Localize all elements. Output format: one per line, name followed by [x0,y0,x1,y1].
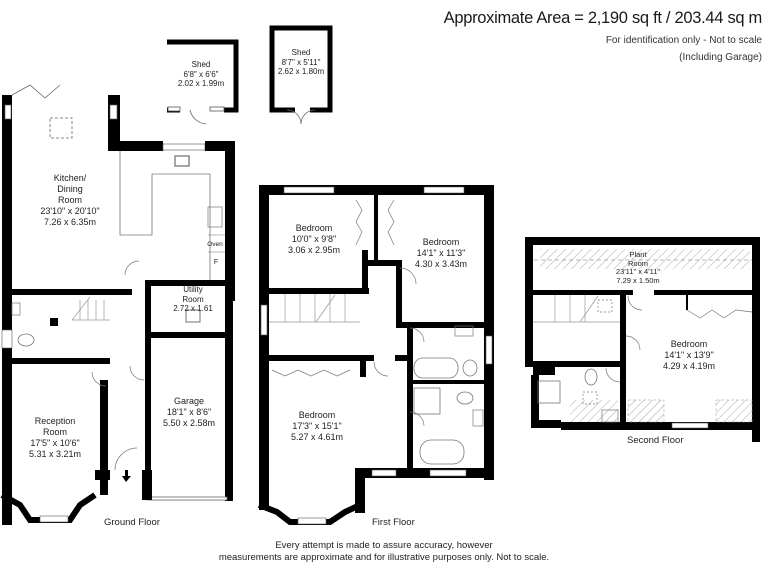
room-name: Plant [629,250,647,259]
room-dimensions-metric: 7.26 x 6.35m [43,217,97,227]
room-name: Room [42,427,67,437]
shed-large [269,25,333,125]
room-name: Shed [191,60,211,69]
room-label-bedroom-1: Bedroom 10'0" x 9'8" 3.06 x 2.95m [288,223,340,256]
room-name: Kitchen/ [53,173,87,183]
room-name: Bedroom [295,223,333,233]
room-dimensions-imperial: 10'0" x 9'8" [291,234,337,244]
room-label-utility: Utility Room 2.72 x 1.61 [173,285,213,314]
room-label-plant-room: Plant Room 23'11" x 4'11" 7.29 x 1.50m [615,250,661,285]
shed-small [167,39,239,125]
room-label-bedroom-3: Bedroom 17'3" x 15'1" 5.27 x 4.61m [291,410,343,443]
second-floor-label: Second Floor [627,435,684,446]
disclaimer-line-2: measurements are approximate and for ill… [218,552,550,563]
room-dimensions-imperial: 23'10" x 20'10" [40,206,100,216]
room-name: Bedroom [298,410,336,420]
room-dimensions-metric: 3.06 x 2.95m [287,245,341,255]
room-name: Room [57,195,82,205]
room-dimensions-metric: 4.30 x 3.43m [414,259,468,269]
room-name: Reception [34,416,76,426]
room-dimensions-imperial: 14'1" x 11'3" [416,248,466,258]
room-label-garage: Garage 18'1" x 8'6" 5.50 x 2.58m [163,396,215,429]
room-dimensions-imperial: 14'1" x 13'9" [664,350,714,360]
room-name: Garage [173,396,205,406]
room-dimensions-imperial: 23'11" x 4'11" [615,267,661,276]
room-label-shed-small: Shed 6'8" x 6'6" 2.02 x 1.99m [178,60,224,89]
first-floor-plan [257,185,494,525]
room-dimensions-metric: 7.29 x 1.50m [616,275,660,285]
room-dimensions-imperial: 18'1" x 8'6" [166,407,212,417]
ground-floor-label: Ground Floor [104,517,160,528]
room-dimensions-metric: 2.02 x 1.99m [177,79,225,88]
room-dimensions-imperial: 8'7" x 5'11" [281,57,321,67]
room-label-shed-large: Shed 8'7" x 5'11" 2.62 x 1.80m [278,48,324,77]
room-dimensions-metric: 2.62 x 1.80m [277,67,325,76]
room-name: Bedroom [422,237,460,247]
room-dimensions-imperial: 6'8" x 6'6" [183,69,219,79]
room-label-bedroom-2: Bedroom 14'1" x 11'3" 4.30 x 3.43m [415,237,467,270]
disclaimer-line-1: Every attempt is made to assure accuracy… [275,540,493,551]
ground-floor-plan [0,84,235,525]
room-name: Room [182,294,204,304]
disclaimer-footer: Every attempt is made to assure accuracy… [0,540,768,564]
room-label-reception: Reception Room 17'5" x 10'6" 5.31 x 3.21… [29,416,81,460]
room-dimensions-imperial: 17'3" x 15'1" [292,421,342,431]
room-dimensions-metric: 2.72 x 1.61 [173,304,213,313]
room-dimensions-metric: 5.27 x 4.61m [290,432,344,442]
room-name: Shed [291,48,311,57]
room-dimensions-imperial: 17'5" x 10'6" [30,438,80,448]
room-name: Bedroom [670,339,708,349]
fridge-label: F [213,259,219,266]
room-name: Room [627,258,649,268]
approximate-area-text: Approximate Area = 2,190 sq ft / 203.44 … [443,9,763,27]
room-dimensions-metric: 5.31 x 3.21m [28,449,82,459]
first-floor-label: First Floor [372,517,415,528]
oven-label: Oven [207,241,223,248]
including-garage-note: (Including Garage) [679,52,762,63]
identification-note: For identification only - Not to scale [605,35,762,46]
room-name: Utility [183,285,203,294]
room-name: Dining [57,184,83,194]
room-label-bedroom-4: Bedroom 14'1" x 13'9" 4.29 x 4.19m [663,339,715,372]
room-dimensions-metric: 5.50 x 2.58m [162,418,216,428]
room-label-kitchen-dining: Kitchen/ Dining Room 23'10" x 20'10" 7.2… [40,173,99,228]
second-floor-plan [525,237,760,442]
room-dimensions-metric: 4.29 x 4.19m [662,361,716,371]
